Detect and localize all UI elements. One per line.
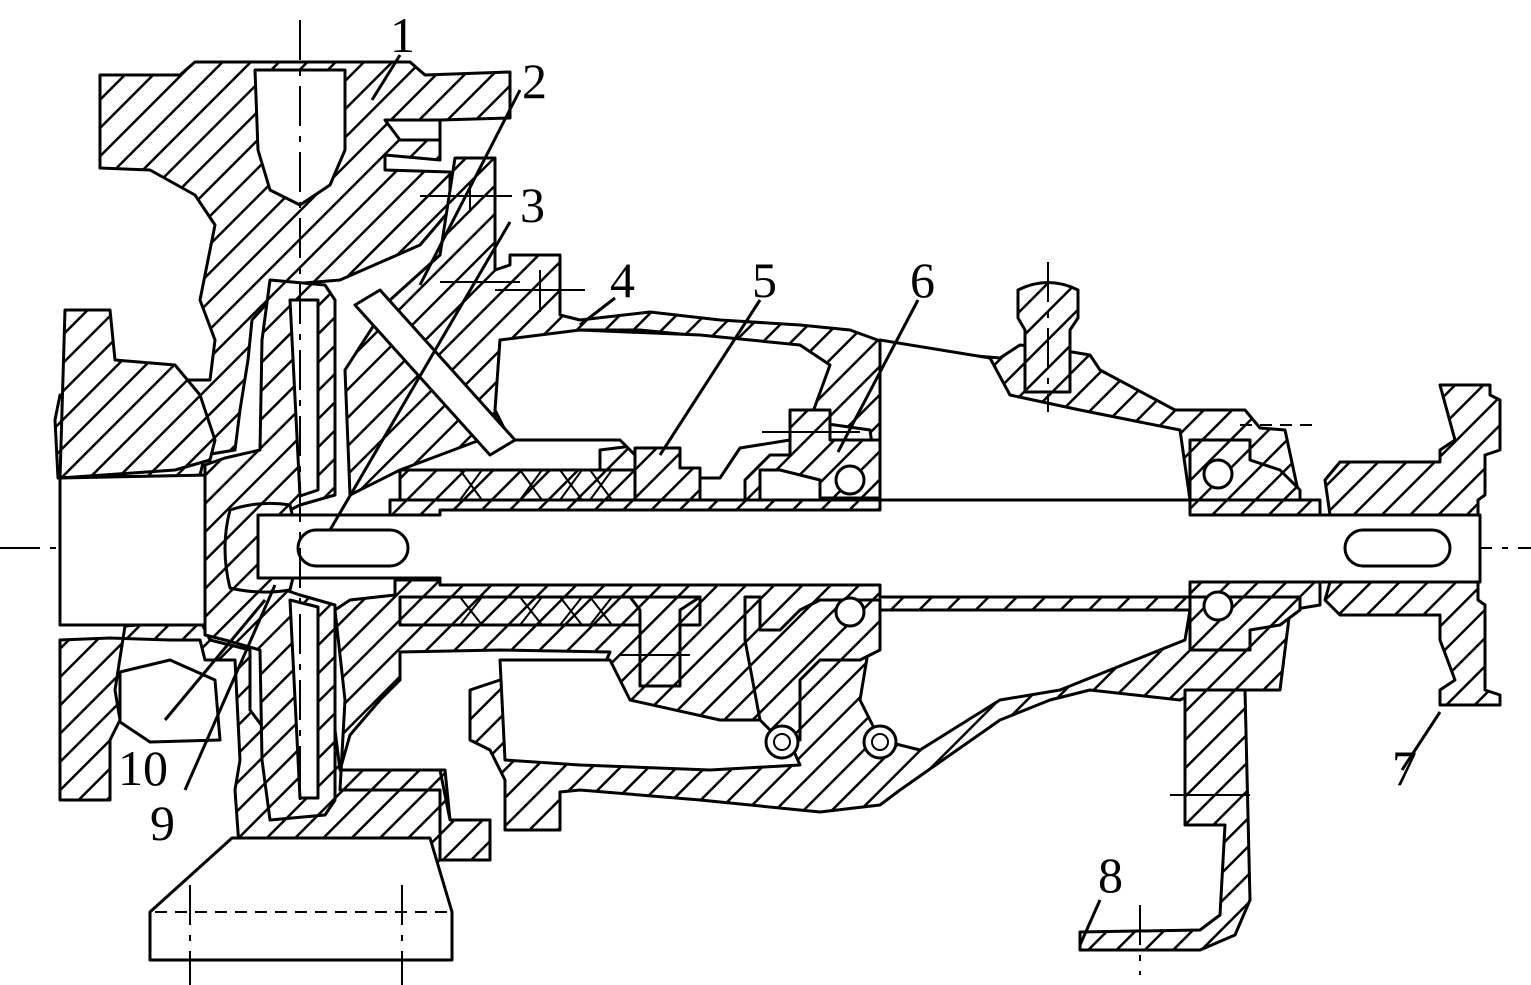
gland	[620, 446, 702, 688]
base-foot	[148, 836, 454, 985]
callout-5: 5	[752, 252, 777, 308]
coupling	[1323, 383, 1502, 707]
callout-10: 10	[118, 740, 168, 796]
impeller-key	[296, 528, 410, 568]
ball	[834, 464, 866, 496]
callout-2: 2	[522, 53, 547, 109]
coupling-key	[1343, 528, 1452, 568]
callout-6: 6	[910, 252, 935, 308]
drain-plugs	[764, 724, 898, 760]
inclined-channel	[353, 288, 517, 457]
shaft	[256, 498, 1482, 599]
bearing-rear	[1188, 424, 1320, 652]
bearing-front	[743, 408, 882, 742]
shaft-seal	[398, 468, 702, 627]
callout-8: 8	[1098, 847, 1123, 903]
impeller	[203, 278, 337, 822]
callout-4: 4	[610, 252, 635, 308]
callout-9: 9	[150, 795, 175, 851]
callout-7: 7	[1392, 740, 1417, 796]
leader-lines	[163, 54, 1442, 946]
callout-1: 1	[390, 7, 415, 63]
ball	[1202, 458, 1234, 490]
ball	[1202, 590, 1234, 622]
ball	[834, 596, 866, 628]
callout-3: 3	[520, 177, 545, 233]
oil-filler-cap	[1016, 262, 1080, 412]
callout-labels: 1 2 3 4 5 6 7 8 9 10	[118, 7, 1417, 903]
support-foot	[1078, 688, 1252, 975]
suction-flange	[58, 308, 217, 640]
